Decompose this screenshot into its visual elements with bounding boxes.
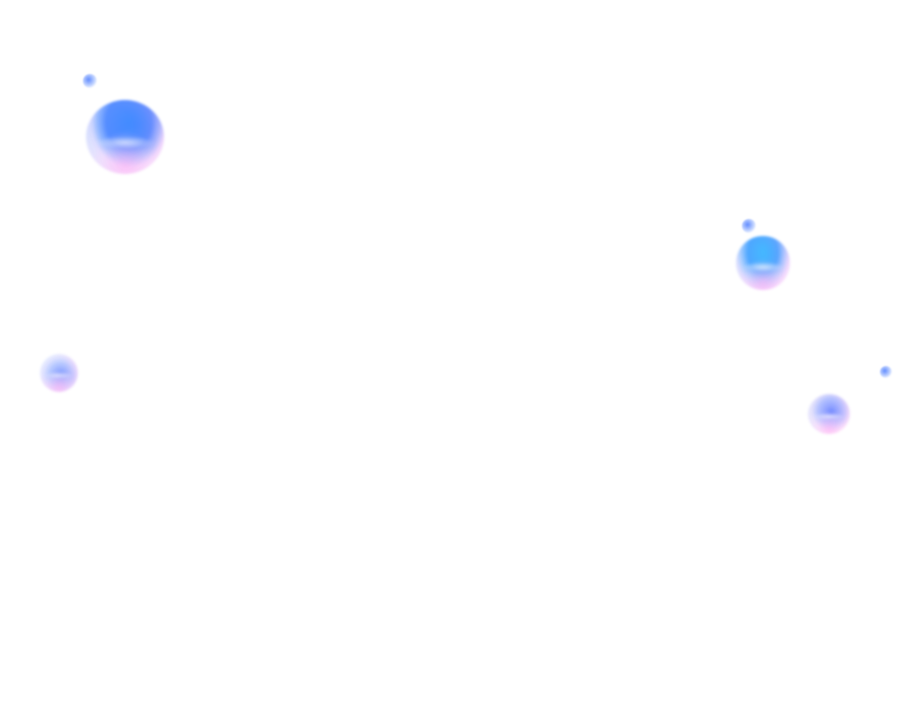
small-bubble-left [40,354,78,392]
droplet-top-left [83,74,97,88]
medium-bubble-right [736,236,790,290]
large-bubble-top-left [86,100,164,174]
droplet-right [742,219,756,233]
droplet-far-right [880,366,892,378]
small-bubble-right [808,394,850,434]
